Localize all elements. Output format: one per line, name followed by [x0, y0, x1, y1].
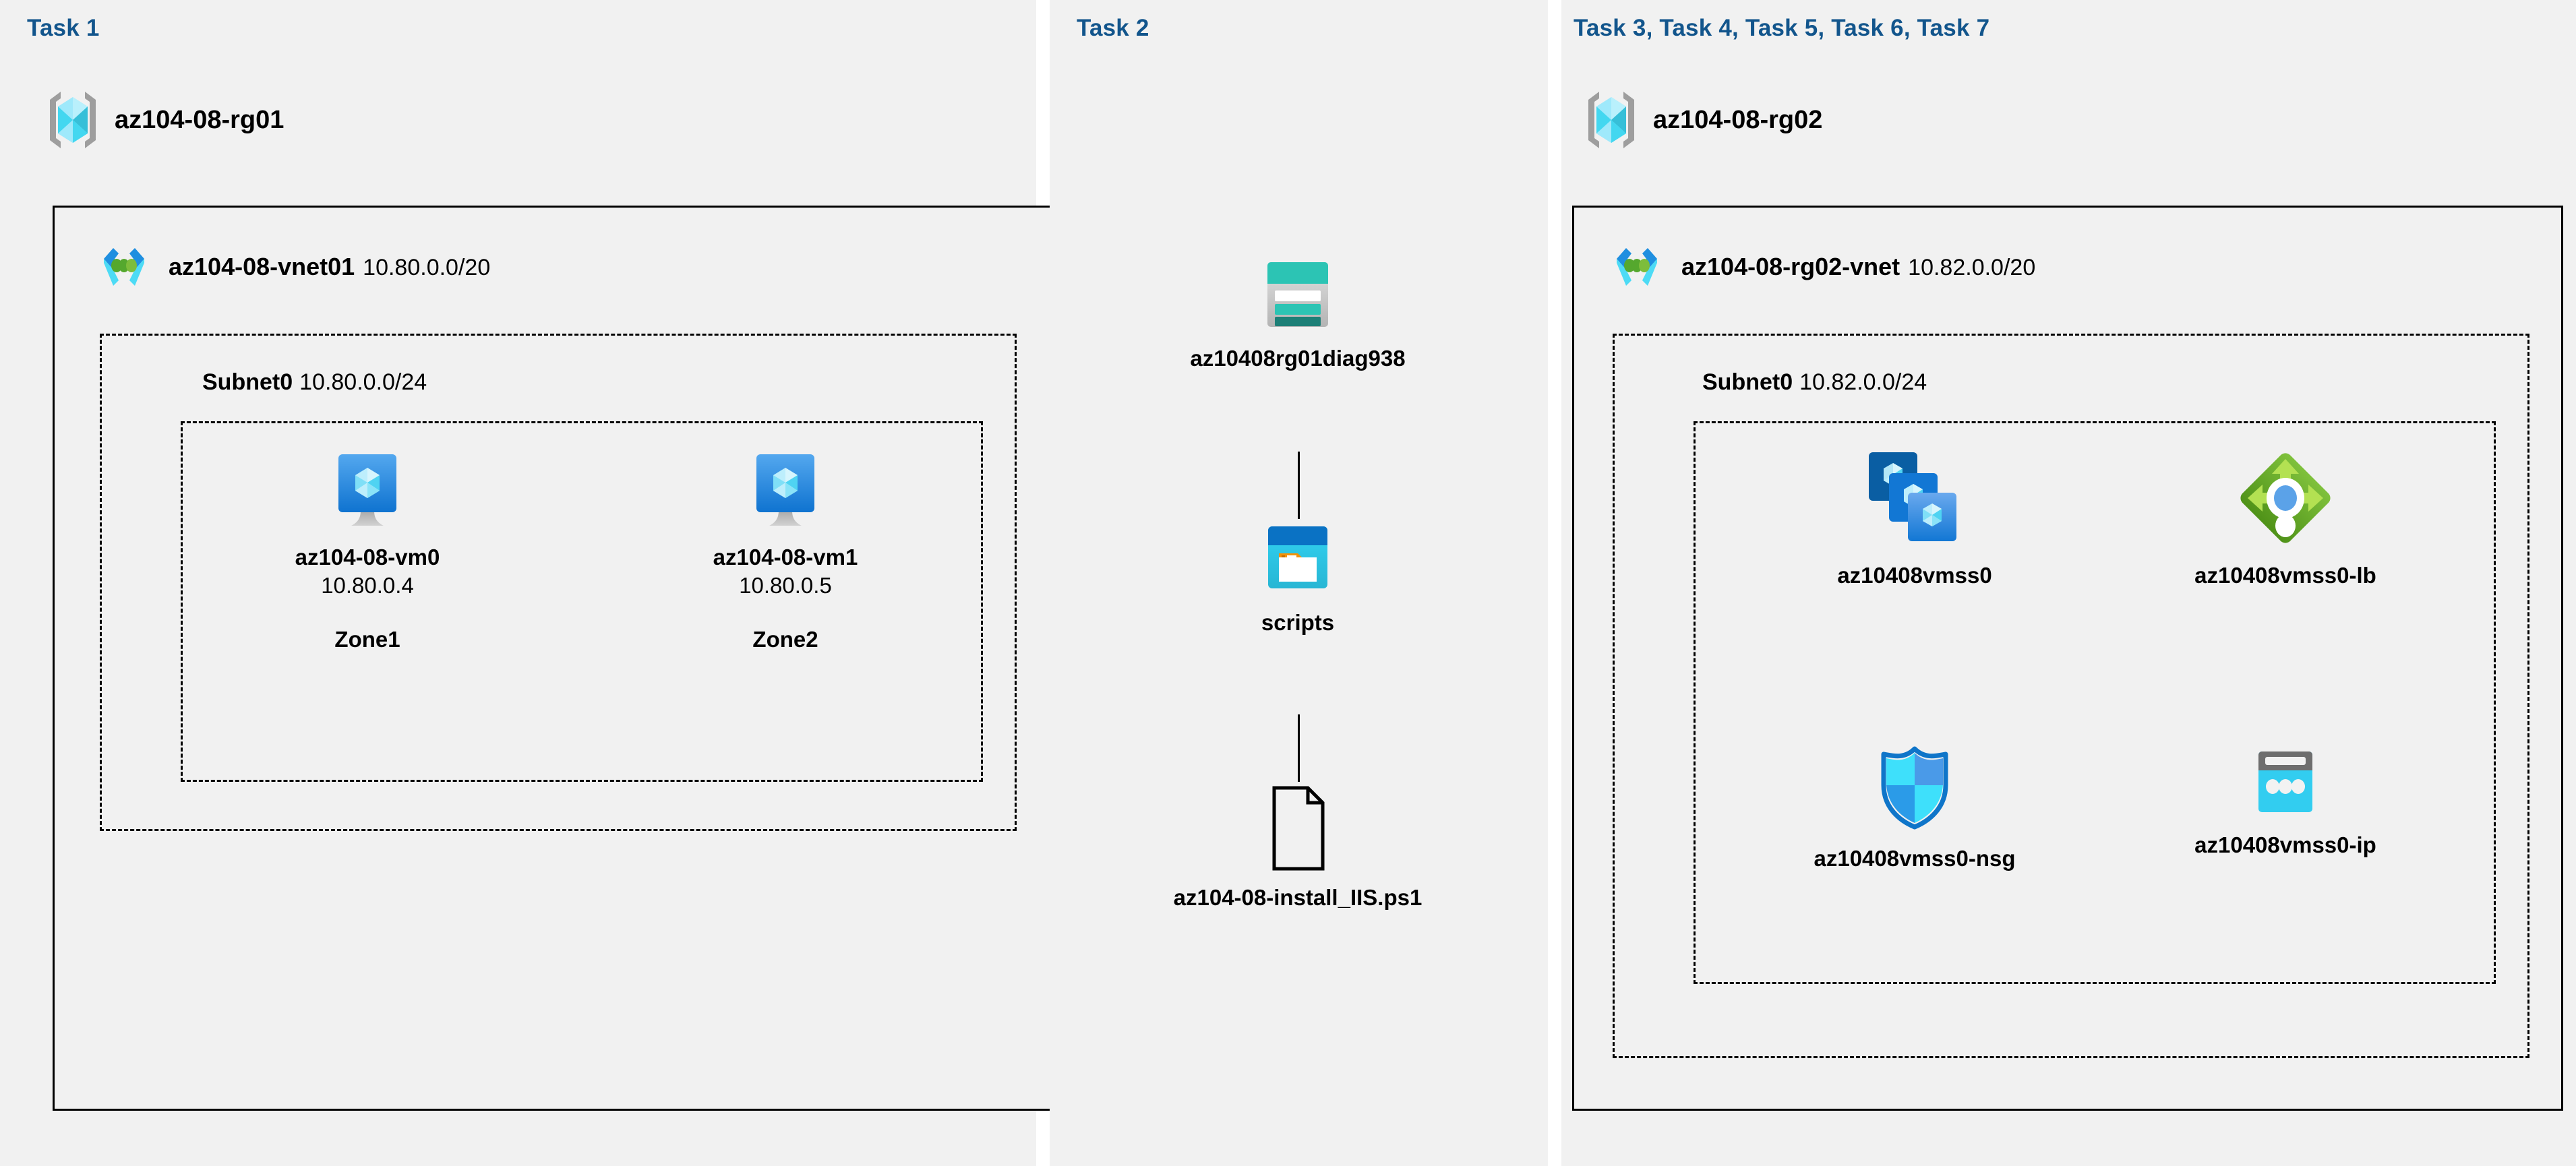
virtual-machine-icon: [748, 452, 822, 531]
task1-vm1-ip: 10.80.0.5: [739, 573, 832, 599]
storage-account-icon: [1261, 259, 1335, 332]
nsg-name: az10408vmss0-nsg: [1814, 846, 2016, 871]
task3-7-resource-group: az104-08-rg02: [1584, 89, 1822, 151]
task1-vm1-node[interactable]: az104-08-vm1 10.80.0.5 Zone2: [674, 452, 897, 652]
task1-vm1-zone: Zone2: [752, 627, 818, 652]
public-ip-name: az10408vmss0-ip: [2194, 832, 2376, 857]
task2-file-node[interactable]: az104-08-install_IIS.ps1: [1079, 785, 1517, 912]
task3-7-subnet-name: Subnet0: [1702, 369, 1793, 395]
task1-resource-group-name: az104-08-rg01: [115, 105, 284, 134]
nsg-node[interactable]: az10408vmss0-nsg: [1753, 745, 2076, 873]
task1-vnet-header: az104-08-vnet01 10.80.0.0/20: [93, 236, 490, 298]
resource-group-icon: [1584, 89, 1638, 151]
task2-file-name: az104-08-install_IIS.ps1: [1173, 885, 1422, 910]
task2-storage-account-node[interactable]: az10408rg01diag938: [1119, 259, 1476, 373]
task1-subnet-name: Subnet0: [202, 369, 293, 395]
blob-container-icon: [1261, 522, 1334, 596]
task2-storage-account-name: az10408rg01diag938: [1190, 346, 1406, 371]
task1-vnet-name: az104-08-vnet01: [169, 253, 355, 280]
task3-7-title: Task 3, Task 4, Task 5, Task 6, Task 7: [1574, 15, 1990, 41]
task3-7-vnet-header: az104-08-rg02-vnet 10.82.0.0/20: [1606, 236, 2035, 298]
file-document-icon: [1265, 785, 1331, 871]
virtual-machine-icon: [330, 452, 405, 531]
vmss-node[interactable]: az10408vmss0: [1753, 448, 2076, 590]
task1-vm0-zone: Zone1: [334, 627, 400, 652]
task3-7-resources-box: [1694, 421, 2496, 984]
task1-vnet-cidr: 10.80.0.0/20: [363, 255, 491, 280]
virtual-network-icon: [1606, 236, 1668, 298]
task1-subnet-cidr: 10.80.0.0/24: [299, 369, 427, 395]
task1-vm1-name: az104-08-vm1: [713, 545, 858, 570]
task1-zone-box: [181, 421, 983, 782]
task1-subnet-box: [100, 334, 1017, 831]
task3-7-vnet-name: az104-08-rg02-vnet: [1681, 253, 1900, 280]
task1-vm0-ip: 10.80.0.4: [321, 573, 414, 599]
network-security-group-icon: [1874, 745, 1955, 832]
load-balancer-node[interactable]: az10408vmss0-lb: [2110, 448, 2461, 590]
virtual-network-icon: [93, 236, 155, 298]
task1-resource-group: az104-08-rg01: [46, 89, 284, 151]
connector-storage-to-container: [1298, 452, 1300, 519]
task3-7-subnet-cidr: 10.82.0.0/24: [1799, 369, 1927, 395]
task1-vm0-node[interactable]: az104-08-vm0 10.80.0.4 Zone1: [256, 452, 479, 652]
task1-title: Task 1: [27, 15, 100, 41]
resource-group-icon: [46, 89, 100, 151]
task3-7-vnet-cidr: 10.82.0.0/20: [1908, 255, 2036, 280]
task3-7-vnet-box: [1572, 206, 2563, 1111]
connector-container-to-file: [1298, 714, 1300, 782]
load-balancer-name: az10408vmss0-lb: [2194, 563, 2376, 588]
vmss-name: az10408vmss0: [1837, 563, 1992, 588]
task2-title: Task 2: [1077, 15, 1149, 41]
task2-blob-container-name: scripts: [1261, 610, 1335, 635]
task3-7-resource-group-name: az104-08-rg02: [1653, 105, 1823, 134]
public-ip-node[interactable]: az10408vmss0-ip: [2110, 745, 2461, 859]
load-balancer-icon: [2237, 448, 2334, 549]
public-ip-address-icon: [2245, 745, 2326, 819]
task3-7-subnet-box: [1613, 334, 2529, 1058]
task2-blob-container-node[interactable]: scripts: [1187, 522, 1409, 637]
task1-vm0-name: az104-08-vm0: [295, 545, 440, 570]
vm-scale-set-icon: [1865, 448, 1965, 549]
